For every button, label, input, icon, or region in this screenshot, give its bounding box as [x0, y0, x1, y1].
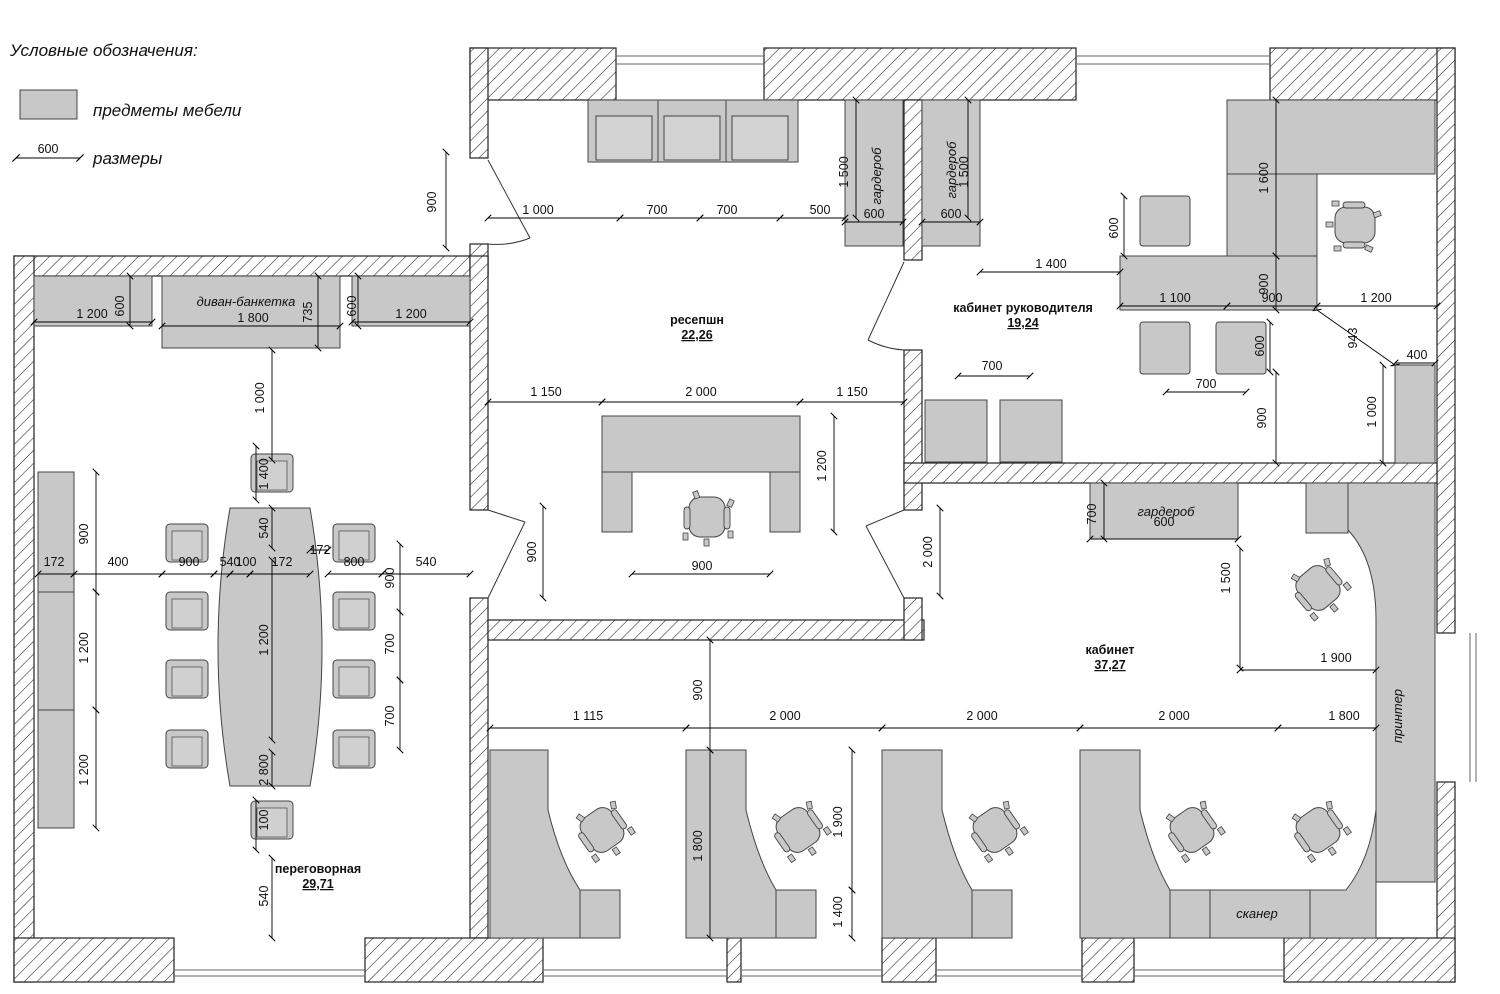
legend: Условные обозначения: предметы мебели 60… — [9, 41, 242, 168]
dimension-value: 1 150 — [836, 385, 867, 399]
dimension-value: 700 — [1085, 504, 1099, 525]
dimension-value: 900 — [179, 555, 200, 569]
dimension-value: 540 — [220, 555, 241, 569]
dimension-value: 1 200 — [76, 307, 107, 321]
dimension-value: 1 115 — [573, 709, 603, 723]
dimension-value: 700 — [717, 203, 738, 217]
dimension-value: 900 — [1257, 274, 1271, 295]
dimension-value: 900 — [77, 524, 91, 545]
dimension-value: 700 — [647, 203, 668, 217]
legend-furniture-label: предметы мебели — [93, 101, 242, 120]
dimension-value: 2 000 — [685, 385, 716, 399]
dimension-value: 900 — [692, 559, 713, 573]
walls — [13, 47, 1456, 983]
wardrobe-label-3: гардероб — [1138, 504, 1196, 519]
reception-name: ресепшн — [670, 313, 724, 327]
dimension-value: 900 — [691, 680, 705, 701]
dimension-value: 1 100 — [1159, 291, 1190, 305]
scanner-label: сканер — [1236, 906, 1277, 921]
legend-furniture-swatch — [19, 89, 78, 120]
dimension-value: 800 — [344, 555, 365, 569]
dimension-value: 2 000 — [966, 709, 997, 723]
dimension-value: 1 900 — [831, 806, 845, 837]
legend-dimension-label: размеры — [92, 149, 163, 168]
dimension-value: 1 200 — [1360, 291, 1391, 305]
dimension-value: 900 — [425, 192, 439, 213]
dimension-value: 172 — [310, 543, 331, 557]
dimension-value: 540 — [416, 555, 437, 569]
dimension-value: 1 150 — [530, 385, 561, 399]
office-area: 37,27 — [1094, 658, 1125, 672]
dimension-value: 1 400 — [257, 458, 271, 489]
dimension-value: 600 — [941, 207, 962, 221]
dimension-value: 400 — [108, 555, 129, 569]
dimension-value: 540 — [257, 518, 271, 539]
printer-label: принтер — [1390, 689, 1405, 743]
dimension-value: 1 200 — [77, 632, 91, 663]
dimension-value: 600 — [113, 296, 127, 317]
dimension-value: 900 — [525, 542, 539, 563]
meeting-name: переговорная — [275, 862, 361, 876]
furniture — [33, 99, 1436, 939]
dimension-value: 540 — [257, 886, 271, 907]
dimension-value: 1 800 — [237, 311, 268, 325]
dimension-value: 500 — [810, 203, 831, 217]
dimension-value: 1 000 — [522, 203, 553, 217]
dimension-value: 2 000 — [769, 709, 800, 723]
dimension-value: 1 500 — [1219, 562, 1233, 593]
dimension-value: 1 800 — [691, 830, 705, 861]
dimension-value: 2 800 — [257, 754, 271, 785]
dimension-value: 2 000 — [1158, 709, 1189, 723]
dimension-value: 1 400 — [1035, 257, 1066, 271]
dimension-value: 1 200 — [257, 624, 271, 655]
dimension-value: 1 200 — [77, 754, 91, 785]
dimension-value: 172 — [272, 555, 293, 569]
dimension-value: 2 000 — [921, 536, 935, 567]
office-name: кабинет — [1085, 643, 1134, 657]
sofa-label: диван-банкетка — [197, 294, 296, 309]
dimension-lines: 900 1 000 700 700 500 1 500 600 1 500 600 1 600 60… — [30, 96, 1441, 942]
dimension-value: 943 — [1346, 328, 1360, 349]
dimension-value: 100 — [236, 555, 257, 569]
wardrobe-label-2: гардероб — [944, 141, 959, 199]
dimension-value: 600 — [345, 296, 359, 317]
legend-dimension-sample: 600 — [38, 142, 59, 156]
dimension-value: 900 — [1262, 291, 1283, 305]
dimension-value: 1 000 — [1365, 396, 1379, 427]
dimension-value: 1 400 — [831, 896, 845, 927]
dimension-value: 600 — [864, 207, 885, 221]
doors — [487, 159, 905, 599]
dimension-value: 1 200 — [395, 307, 426, 321]
director-name: кабинет руководителя — [953, 301, 1093, 315]
dimension-value: 600 — [1107, 218, 1121, 239]
windows — [174, 55, 1477, 977]
dimension-value: 900 — [1255, 408, 1269, 429]
dimension-value: 600 — [1253, 336, 1267, 357]
dimension-value: 735 — [301, 302, 315, 323]
dimension-value: 1 500 — [957, 156, 971, 187]
meeting-area: 29,71 — [302, 877, 333, 891]
dimension-value: 1 900 — [1320, 651, 1351, 665]
legend-title: Условные обозначения: — [9, 41, 198, 60]
dimension-value: 400 — [1407, 348, 1428, 362]
dimension-value: 1 200 — [815, 450, 829, 481]
dimension-line — [1312, 308, 1400, 367]
dimension-value: 700 — [383, 706, 397, 727]
dimension-value: 900 — [383, 568, 397, 589]
director-area: 19,24 — [1007, 316, 1038, 330]
dimension-value: 700 — [982, 359, 1003, 373]
dimension-value: 172 — [44, 555, 65, 569]
dimension-value: 1 800 — [1328, 709, 1359, 723]
wardrobe-label-1: гардероб — [869, 147, 884, 205]
dimension-value: 600 — [1154, 515, 1175, 529]
dimension-value: 100 — [257, 810, 271, 831]
dimension-value: 700 — [383, 634, 397, 655]
dimension-value: 700 — [1196, 377, 1217, 391]
dimension-value: 1 000 — [253, 382, 267, 413]
dimension-value: 1 600 — [1257, 162, 1271, 193]
dimension-value: 1 500 — [837, 156, 851, 187]
reception-area: 22,26 — [681, 328, 712, 342]
